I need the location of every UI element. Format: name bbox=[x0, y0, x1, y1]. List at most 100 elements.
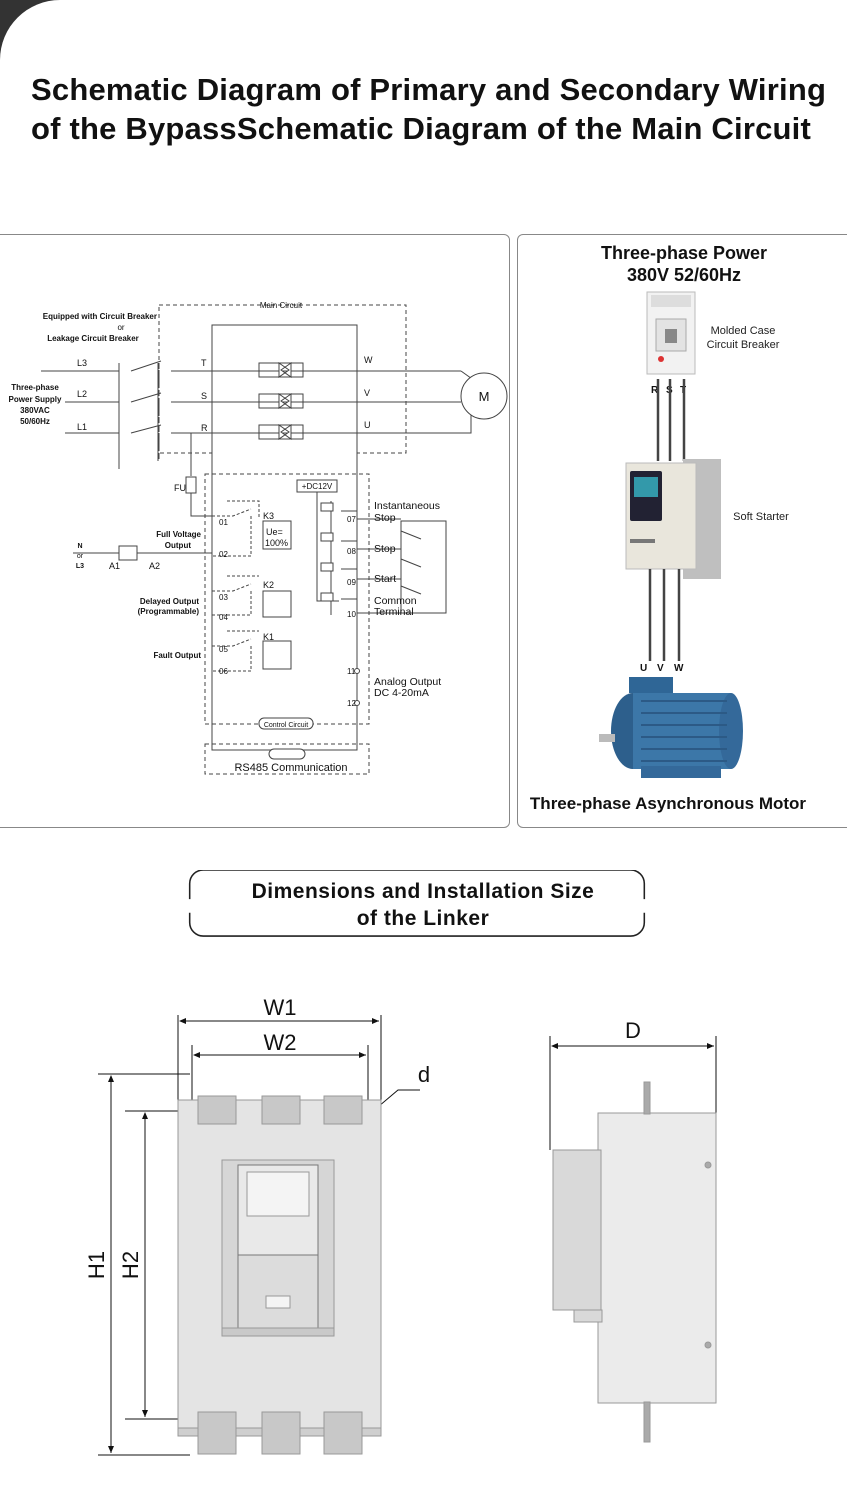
k3-box bbox=[262, 520, 292, 550]
svg-text:Stop: Stop bbox=[374, 543, 396, 555]
svg-text:A1: A1 bbox=[109, 561, 120, 571]
svg-text:04: 04 bbox=[219, 613, 228, 622]
svg-text:V: V bbox=[364, 388, 370, 398]
motor-letter: M bbox=[479, 389, 490, 404]
svg-text:A2: A2 bbox=[149, 561, 160, 571]
k2-box bbox=[262, 590, 292, 618]
breaker-note-1: Equipped with Circuit Breaker bbox=[43, 312, 157, 321]
svg-text:10: 10 bbox=[347, 610, 356, 619]
svg-text:Output: Output bbox=[165, 541, 192, 550]
thyristor-v bbox=[258, 393, 304, 409]
motor-illustration bbox=[599, 677, 743, 778]
d-small-label: d bbox=[418, 1062, 430, 1087]
svg-text:Full Voltage: Full Voltage bbox=[156, 530, 201, 539]
svg-text:N: N bbox=[77, 543, 82, 550]
page-title: Schematic Diagram of Primary and Seconda… bbox=[31, 70, 831, 148]
dimensions-heading-frame bbox=[188, 870, 646, 937]
svg-text:09: 09 bbox=[347, 578, 356, 587]
svg-text:Circuit Breaker: Circuit Breaker bbox=[707, 339, 780, 351]
svg-text:01: 01 bbox=[219, 518, 228, 527]
thyristor-w bbox=[258, 362, 304, 378]
svg-text:L1: L1 bbox=[77, 422, 87, 432]
svg-text:Three-phase: Three-phase bbox=[11, 383, 59, 392]
side-view bbox=[552, 1081, 717, 1443]
svg-text:07: 07 bbox=[347, 515, 356, 524]
power-title-2: 380V 52/60Hz bbox=[627, 265, 741, 285]
svg-text:Terminal: Terminal bbox=[374, 606, 414, 618]
svg-text:+DC12V: +DC12V bbox=[302, 482, 333, 491]
svg-text:12: 12 bbox=[347, 699, 356, 708]
svg-text:Control Circuit: Control Circuit bbox=[264, 722, 308, 729]
svg-text:V: V bbox=[657, 663, 664, 674]
motor-label: Three-phase Asynchronous Motor bbox=[530, 794, 807, 813]
breaker-note-2: or bbox=[117, 323, 124, 332]
dimensions-heading: Dimensions and Installation Size of the … bbox=[251, 880, 595, 930]
dimension-drawing: W1 W2 d D H1 H2 bbox=[84, 995, 717, 1456]
svg-text:U: U bbox=[640, 663, 647, 674]
svg-text:Molded Case: Molded Case bbox=[711, 325, 776, 337]
front-view bbox=[177, 1095, 382, 1455]
svg-text:Fault Output: Fault Output bbox=[153, 651, 201, 660]
svg-text:03: 03 bbox=[219, 593, 228, 602]
l2-line bbox=[65, 392, 461, 403]
wiring-schematic: Main Circuit Equipped with Circuit Break… bbox=[9, 301, 508, 775]
svg-text:Delayed Output: Delayed Output bbox=[140, 597, 199, 606]
svg-text:Power Supply: Power Supply bbox=[9, 395, 62, 404]
svg-text:L3: L3 bbox=[77, 358, 87, 368]
svg-text:U: U bbox=[364, 420, 371, 430]
svg-text:Instantaneous: Instantaneous bbox=[374, 500, 440, 512]
svg-text:50/60Hz: 50/60Hz bbox=[20, 417, 50, 426]
w1-label: W1 bbox=[264, 995, 297, 1020]
soft-starter-illustration bbox=[625, 459, 721, 579]
svg-text:K3: K3 bbox=[263, 511, 274, 521]
svg-text:05: 05 bbox=[219, 645, 228, 654]
h1-label: H1 bbox=[84, 1251, 109, 1279]
title-line-1: Schematic Diagram of Primary and Seconda… bbox=[31, 72, 827, 107]
depth-label: D bbox=[625, 1018, 641, 1043]
motor-symbol bbox=[460, 372, 508, 420]
title-line-2: of the BypassSchematic Diagram of the Ma… bbox=[31, 111, 812, 146]
svg-text:Ue=: Ue= bbox=[266, 527, 283, 537]
svg-text:100%: 100% bbox=[265, 538, 288, 548]
svg-text:L3: L3 bbox=[76, 563, 84, 570]
breaker-note-3: Leakage Circuit Breaker bbox=[47, 334, 139, 343]
svg-text:DC 4-20mA: DC 4-20mA bbox=[374, 687, 429, 699]
svg-text:S: S bbox=[201, 391, 207, 401]
control-circuit-box bbox=[204, 473, 370, 725]
rs485-label: RS485 Communication bbox=[234, 762, 347, 774]
svg-text:(Programmable): (Programmable) bbox=[138, 607, 200, 616]
svg-text:Common: Common bbox=[374, 595, 417, 607]
svg-text:K1: K1 bbox=[263, 632, 274, 642]
svg-text:W: W bbox=[674, 663, 684, 674]
w2-label: W2 bbox=[264, 1030, 297, 1055]
svg-text:L2: L2 bbox=[77, 389, 87, 399]
product-diagram: Three-phase Power 380V 52/60Hz Molded Ca… bbox=[530, 243, 807, 813]
h2-label: H2 bbox=[118, 1251, 143, 1279]
k1-box bbox=[262, 640, 292, 670]
product-wiring-panel: Three-phase Power 380V 52/60Hz Molded Ca… bbox=[517, 234, 847, 828]
rs485-box bbox=[204, 743, 370, 775]
svg-text:Stop: Stop bbox=[374, 512, 396, 524]
svg-text:11: 11 bbox=[347, 667, 356, 676]
svg-text:02: 02 bbox=[219, 550, 228, 559]
svg-text:R: R bbox=[651, 385, 659, 396]
svg-text:Soft Starter: Soft Starter bbox=[733, 511, 789, 523]
svg-text:06: 06 bbox=[219, 667, 228, 676]
l1-line bbox=[65, 411, 472, 434]
svg-text:or: or bbox=[77, 553, 84, 560]
power-title-1: Three-phase Power bbox=[601, 243, 767, 263]
svg-text:Analog Output: Analog Output bbox=[374, 676, 441, 688]
coil bbox=[118, 545, 138, 561]
wiring-schematic-panel: Main Circuit Equipped with Circuit Break… bbox=[0, 234, 510, 828]
thyristor-u bbox=[258, 424, 304, 440]
svg-text:W: W bbox=[364, 355, 373, 365]
svg-text:K2: K2 bbox=[263, 580, 274, 590]
svg-text:T: T bbox=[201, 358, 207, 368]
svg-text:FU: FU bbox=[174, 483, 186, 493]
main-circuit-label: Main Circuit bbox=[260, 301, 303, 310]
svg-text:08: 08 bbox=[347, 547, 356, 556]
svg-text:R: R bbox=[201, 423, 208, 433]
svg-text:380VAC: 380VAC bbox=[20, 406, 50, 415]
l3-line bbox=[41, 360, 461, 469]
circuit-breaker-illustration bbox=[646, 291, 696, 375]
